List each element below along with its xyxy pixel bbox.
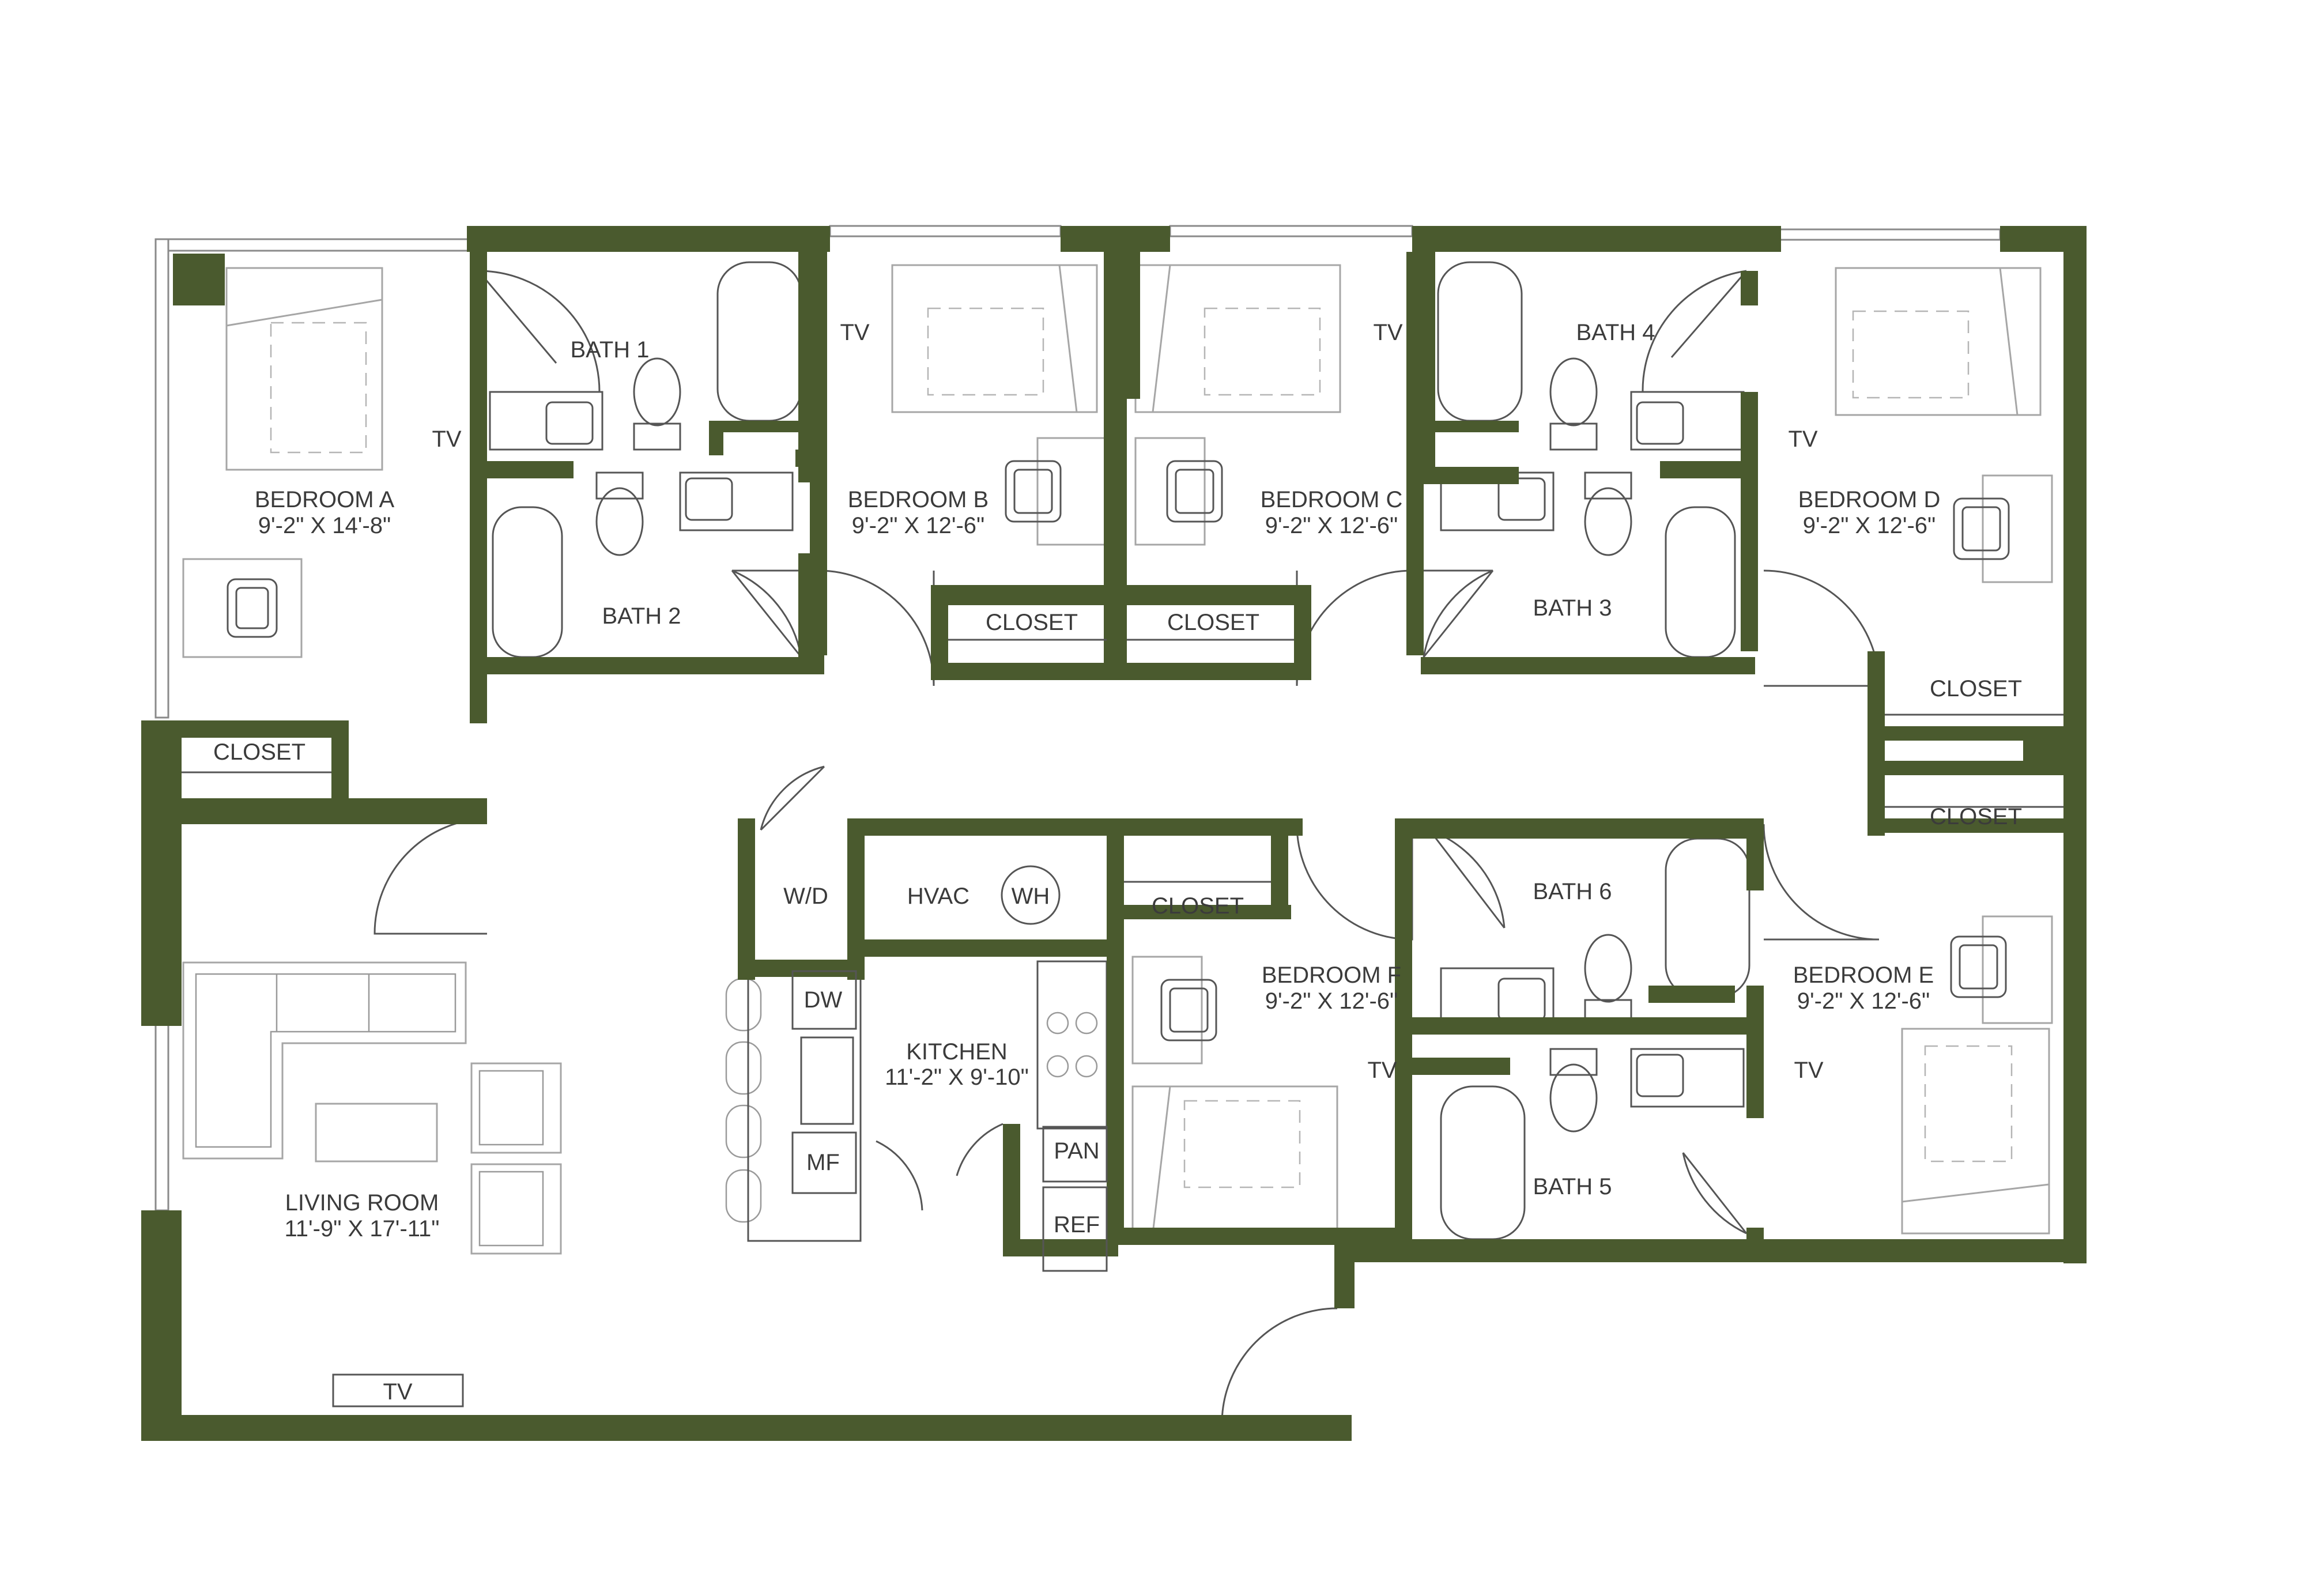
closet-f-label: CLOSET bbox=[1152, 893, 1244, 919]
vanity-bath-5 bbox=[1630, 1048, 1745, 1108]
desk-bedroom-c bbox=[1134, 437, 1223, 546]
tv-bedroom-b: TV bbox=[840, 320, 869, 345]
bath-5-label: BATH 5 bbox=[1533, 1174, 1612, 1199]
kitchen-sink bbox=[800, 1036, 854, 1125]
tv-bedroom-c: TV bbox=[1373, 320, 1402, 345]
closet-a-label: CLOSET bbox=[213, 739, 305, 765]
toilet-bath-2 bbox=[595, 487, 644, 556]
bedroom-a-name: BEDROOM A bbox=[255, 487, 395, 512]
window-bedroom-a-left bbox=[154, 238, 169, 719]
bedroom-e-dims: 9'-2" X 12'-6" bbox=[1797, 988, 1930, 1014]
cooktop bbox=[1046, 1012, 1098, 1078]
bedroom-e-name: BEDROOM E bbox=[1793, 963, 1934, 988]
armchair-1 bbox=[470, 1062, 562, 1154]
bedroom-f-name: BEDROOM F bbox=[1262, 963, 1401, 988]
bed-bedroom-d bbox=[1835, 267, 2042, 416]
kitchen-name: KITCHEN bbox=[906, 1039, 1008, 1065]
tv-living-room: TV bbox=[383, 1379, 412, 1405]
door-entry bbox=[1221, 1307, 1338, 1425]
door-laundry bbox=[760, 765, 825, 831]
door-bath-1 bbox=[477, 270, 601, 392]
vanity-bath-2 bbox=[679, 471, 794, 531]
labels: BEDROOM A 9'-2" X 14'-8" BEDROOM B 9'-2"… bbox=[213, 320, 2022, 1405]
closet-e-label: CLOSET bbox=[1930, 804, 2022, 829]
vanity-bath-1 bbox=[489, 391, 603, 451]
walls bbox=[141, 226, 2087, 1441]
door-bath-3 bbox=[1423, 569, 1494, 658]
door-bedroom-f bbox=[1296, 824, 1413, 941]
bath-6-label: BATH 6 bbox=[1533, 879, 1612, 904]
bed-bedroom-e bbox=[1901, 1028, 2050, 1235]
pan-label: PAN bbox=[1054, 1138, 1099, 1164]
living-room-name: LIVING ROOM bbox=[285, 1190, 439, 1216]
dw-label: DW bbox=[804, 987, 843, 1013]
bed-bedroom-a bbox=[225, 267, 383, 471]
ref-label: REF bbox=[1054, 1212, 1100, 1237]
bath-fixtures bbox=[489, 261, 1750, 1240]
bedroom-b-name: BEDROOM B bbox=[848, 487, 989, 512]
bed-bedroom-b bbox=[891, 264, 1098, 413]
closet-b-label: CLOSET bbox=[986, 610, 1078, 635]
window-bedroom-c bbox=[1169, 225, 1413, 237]
tv-bedroom-f: TV bbox=[1367, 1058, 1397, 1083]
toilet-bath-5 bbox=[1549, 1063, 1598, 1133]
tv-bedroom-a: TV bbox=[432, 427, 461, 452]
closet-c-label: CLOSET bbox=[1167, 610, 1259, 635]
wh-label: WH bbox=[1012, 884, 1050, 909]
coffee-table bbox=[315, 1103, 438, 1163]
armchair-2 bbox=[470, 1163, 562, 1255]
bedroom-c-name: BEDROOM C bbox=[1261, 487, 1403, 512]
sink-bath-1 bbox=[545, 401, 594, 445]
toilet-bath-6 bbox=[1584, 934, 1632, 1003]
closet-lines bbox=[182, 639, 2063, 883]
wd-label: W/D bbox=[783, 884, 828, 909]
door-pantry bbox=[876, 1140, 923, 1211]
sink-bath-2 bbox=[685, 477, 733, 521]
tv-bedroom-e: TV bbox=[1794, 1058, 1823, 1083]
kitchen-dims: 11'-2" X 9'-10" bbox=[885, 1065, 1029, 1090]
bedroom-f-dims: 9'-2" X 12'-6" bbox=[1265, 988, 1398, 1014]
pan-box bbox=[1042, 1126, 1108, 1183]
desk-bedroom-d bbox=[1953, 474, 2053, 583]
mf-label: MF bbox=[806, 1150, 840, 1175]
desk-bedroom-e bbox=[1950, 915, 2053, 1024]
bath-1-label: BATH 1 bbox=[570, 337, 649, 363]
bedroom-a-dims: 9'-2" X 14'-8" bbox=[258, 513, 391, 538]
door-bath-4 bbox=[1642, 270, 1748, 392]
bath-4-label: BATH 4 bbox=[1576, 320, 1655, 345]
door-bedroom-e bbox=[1763, 824, 1880, 941]
ref-box bbox=[1042, 1186, 1108, 1272]
door-kitchen-side bbox=[956, 1123, 1003, 1176]
desk-bedroom-a bbox=[182, 558, 303, 658]
toilet-bath-4 bbox=[1549, 357, 1598, 427]
sink-bath-3 bbox=[1497, 477, 1546, 521]
bedroom-d-name: BEDROOM D bbox=[1798, 487, 1941, 512]
dw-box bbox=[791, 970, 857, 1030]
door-bath-2 bbox=[731, 569, 802, 658]
bedroom-b-dims: 9'-2" X 12'-6" bbox=[852, 513, 984, 538]
closet-d-label: CLOSET bbox=[1930, 676, 2022, 701]
bedroom-c-dims: 9'-2" X 12'-6" bbox=[1265, 513, 1398, 538]
water-heater bbox=[1001, 865, 1061, 925]
sectional-sofa bbox=[182, 961, 467, 1160]
toilet-bath-1 bbox=[633, 357, 681, 427]
mf-box bbox=[791, 1131, 857, 1194]
window-bedroom-b bbox=[829, 225, 1062, 237]
sink-bath-4 bbox=[1636, 401, 1684, 445]
bath-2-label: BATH 2 bbox=[602, 603, 681, 629]
bath-3-label: BATH 3 bbox=[1533, 595, 1612, 621]
window-bedroom-d bbox=[1768, 228, 2001, 241]
desk-bedroom-f bbox=[1131, 956, 1217, 1065]
hvac-label: HVAC bbox=[907, 884, 969, 909]
living-room-dims: 11'-9" X 17'-11" bbox=[284, 1216, 439, 1241]
door-bath-5 bbox=[1682, 1152, 1748, 1235]
tv-stand-living bbox=[332, 1373, 464, 1407]
toilet-bath-3 bbox=[1584, 487, 1632, 556]
tv-bedroom-d: TV bbox=[1788, 427, 1817, 452]
window-bedroom-a-top bbox=[154, 238, 471, 252]
bedroom-d-dims: 9'-2" X 12'-6" bbox=[1803, 513, 1936, 538]
sink-bath-5 bbox=[1636, 1054, 1684, 1097]
